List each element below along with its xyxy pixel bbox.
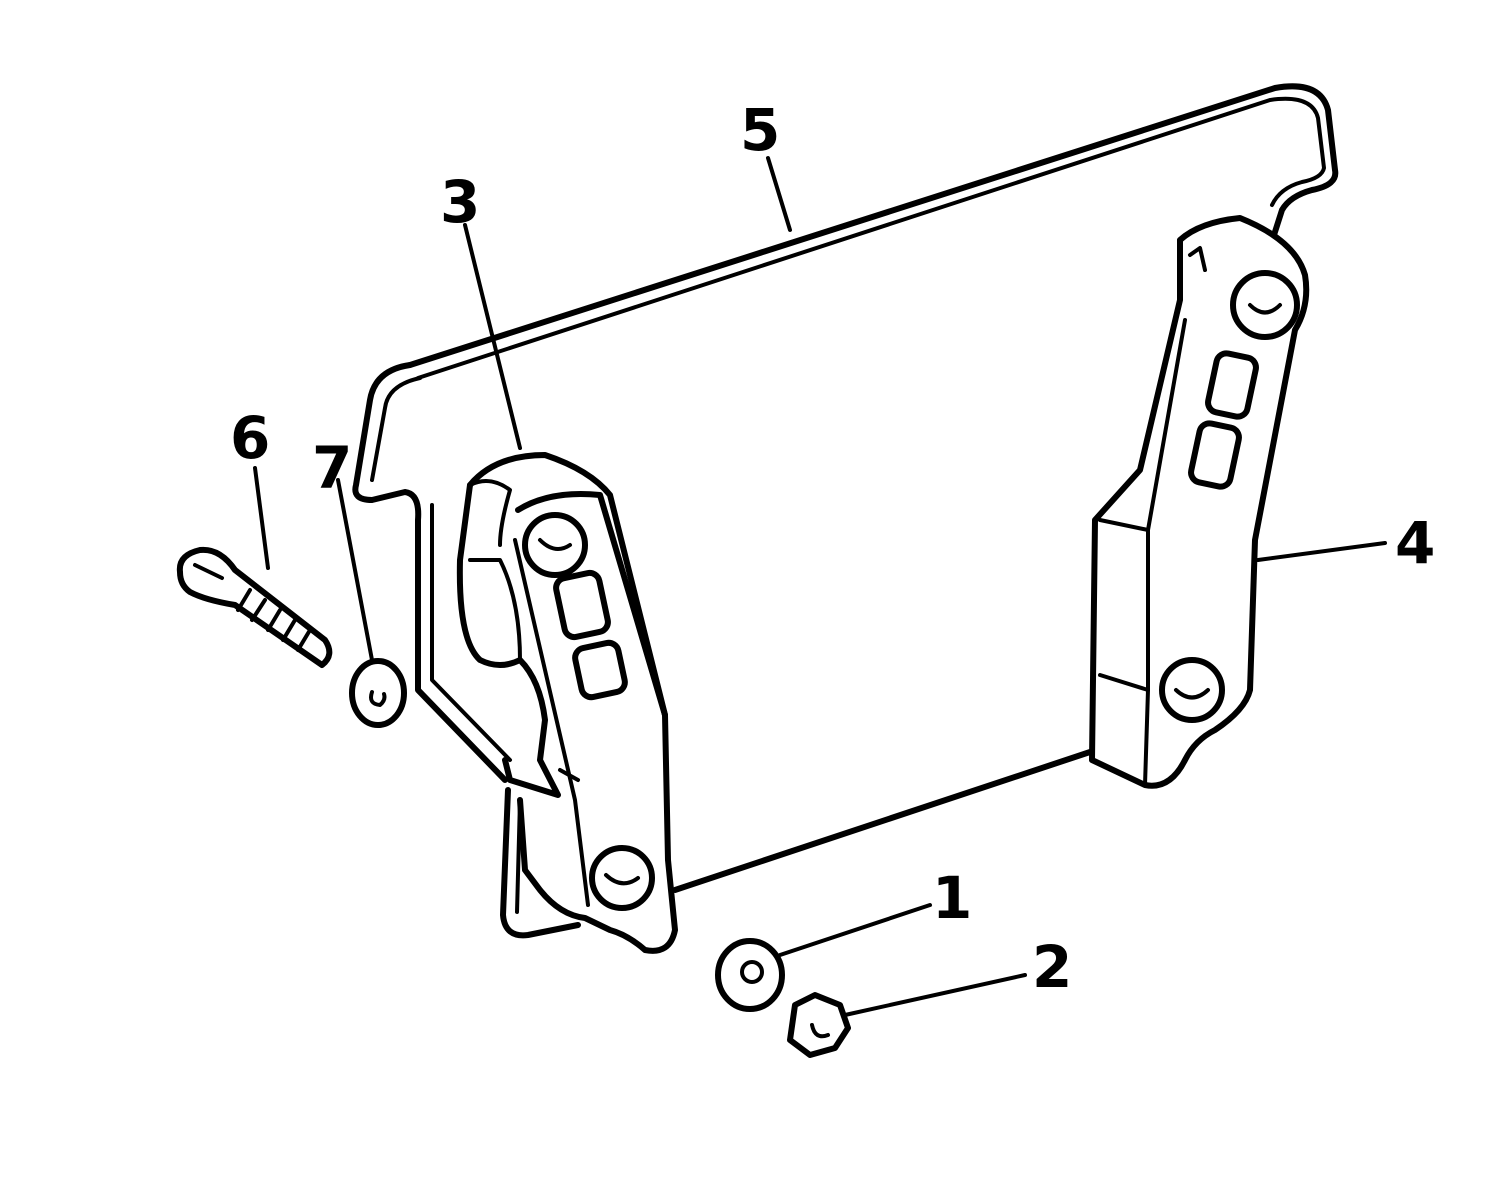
leader-7 [336,478,374,662]
right-bracket [1089,215,1310,789]
leader-3 [463,223,522,450]
screw [176,546,333,668]
callout-7: 7 [312,434,352,502]
leader-5 [766,156,792,232]
callout-2: 2 [1032,933,1072,1001]
flat-washer [715,938,785,1012]
mounting-plate [352,83,1339,939]
leader-4 [1256,541,1387,562]
washer-left [349,658,407,728]
callout-1: 1 [932,864,972,932]
callout-3: 3 [440,168,480,236]
callout-6: 6 [230,404,270,472]
leader-lines [253,156,1387,1017]
leader-1 [778,903,932,957]
leader-6 [253,466,270,570]
leader-2 [843,973,1027,1017]
callouts: 1 2 3 4 5 6 7 [230,96,1435,1001]
left-bracket [456,452,678,954]
callout-4: 4 [1395,509,1435,577]
callout-5: 5 [740,96,780,164]
hex-nut [787,992,851,1058]
